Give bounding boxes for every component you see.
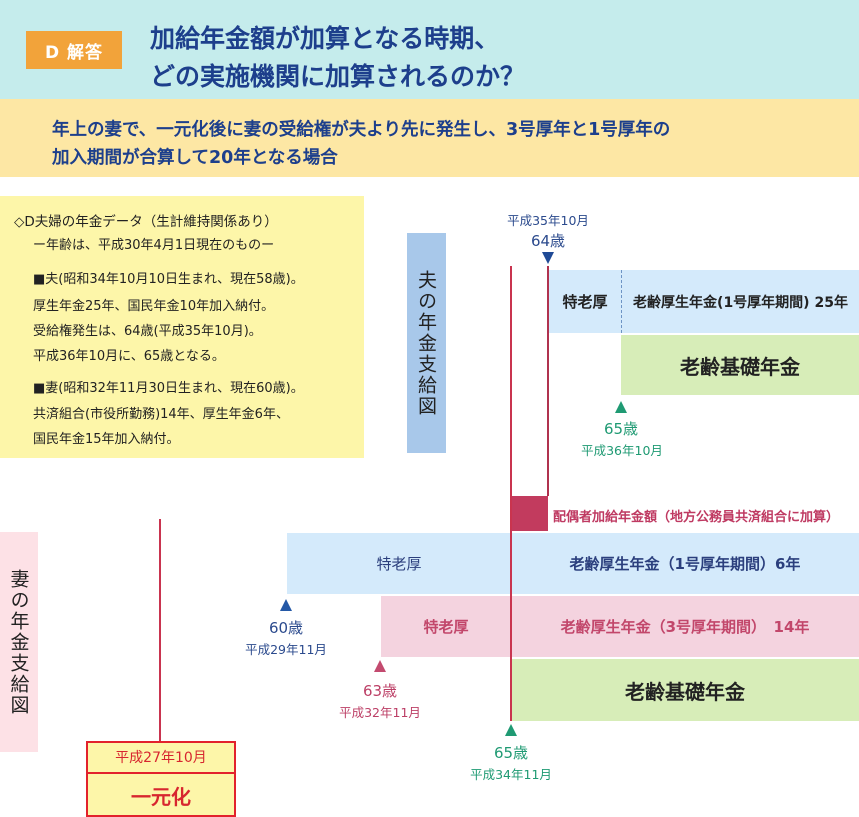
husband-64-age: 64歳 <box>530 232 566 250</box>
husband-65-date: 平成36年10月 <box>581 443 663 458</box>
subtitle-line2: 加入期間が合算して20年となる場合 <box>52 148 338 168</box>
info-husband-3: 受給権発生は、64歳(平成35年10月)。 <box>33 324 262 339</box>
wife-65-marker <box>505 724 517 736</box>
wife-63-marker <box>374 660 386 672</box>
info-heading: ◇D夫婦の年金データ（生計維持関係あり） <box>14 214 278 230</box>
subtitle-band <box>0 99 859 177</box>
info-wife-1: ■妻(昭和32年11月30日生まれ、現在60歳)。 <box>33 381 304 396</box>
husband-kosei-bar: 老齢厚生年金(1号厚年期間) 25年 <box>621 270 859 333</box>
wife-kosei-1gou-bar: 老齢厚生年金（1号厚年期間）6年 <box>511 533 859 594</box>
couple-data-box <box>0 196 364 458</box>
wife-65-age: 65歳 <box>493 744 529 762</box>
husband-kiso-bar: 老齢基礎年金 <box>621 335 859 395</box>
husband-64-line <box>547 266 549 496</box>
husband-65-marker <box>615 401 627 413</box>
info-husband-1: ■夫(昭和34年10月10日生まれ、現在58歳)。 <box>33 272 304 287</box>
ichigenka-line <box>159 519 161 741</box>
wife-tokuro-3gou-bar: 特老厚 <box>381 596 511 657</box>
ichigenka-box <box>86 741 236 817</box>
ichigenka-label: 一元化 <box>131 785 191 809</box>
wife-65-date: 平成34年11月 <box>470 767 552 782</box>
wife-kosei-3gou-bar: 老齢厚生年金（3号厚年期間） 14年 <box>511 596 859 657</box>
ichigenka-date: 平成27年10月 <box>86 741 236 774</box>
wife-kiso-bar: 老齢基礎年金 <box>511 659 859 721</box>
answer-badge: D 解答 <box>26 31 122 69</box>
info-husband-4: 平成36年10月に、65歳となる。 <box>33 349 225 364</box>
info-note: ー年齢は、平成30年4月1日現在のものー <box>33 238 275 253</box>
header-band <box>0 0 859 99</box>
wife-65-line <box>510 266 512 721</box>
husband-64-marker <box>542 252 554 264</box>
page-title-line1: 加給年金額が加算となる時期、 <box>150 24 500 53</box>
husband-tokuro-bar: 特老厚 <box>549 270 621 333</box>
wife-63-age: 63歳 <box>362 682 398 700</box>
wife-60-marker <box>280 599 292 611</box>
wife-63-date: 平成32年11月 <box>339 705 421 720</box>
wife-tokuro-1gou-bar: 特老厚 <box>287 533 511 594</box>
info-husband-2: 厚生年金25年、国民年金10年加入納付。 <box>33 299 275 314</box>
husband-chart-label: 夫の年金支給図 <box>407 233 446 453</box>
info-wife-3: 国民年金15年加入納付。 <box>33 432 180 447</box>
subtitle-line1: 年上の妻で、一元化後に妻の受給権が夫より先に発生し、3号厚年と1号厚年の <box>52 120 671 140</box>
wife-60-date: 平成29年11月 <box>245 642 327 657</box>
husband-65-age: 65歳 <box>603 420 639 438</box>
wife-chart-label: 妻の年金支給図 <box>0 532 38 752</box>
page-title-line2: どの実施機関に加算されるのか？ <box>150 62 526 91</box>
husband-64-date: 平成35年10月 <box>507 213 589 228</box>
info-wife-2: 共済組合(市役所勤務)14年、厚生年金6年、 <box>33 407 289 422</box>
wife-60-age: 60歳 <box>268 619 304 637</box>
spouse-addition-block <box>511 496 548 531</box>
spouse-addition-label: 配偶者加給年金額（地方公務員共済組合に加算） <box>553 510 840 525</box>
